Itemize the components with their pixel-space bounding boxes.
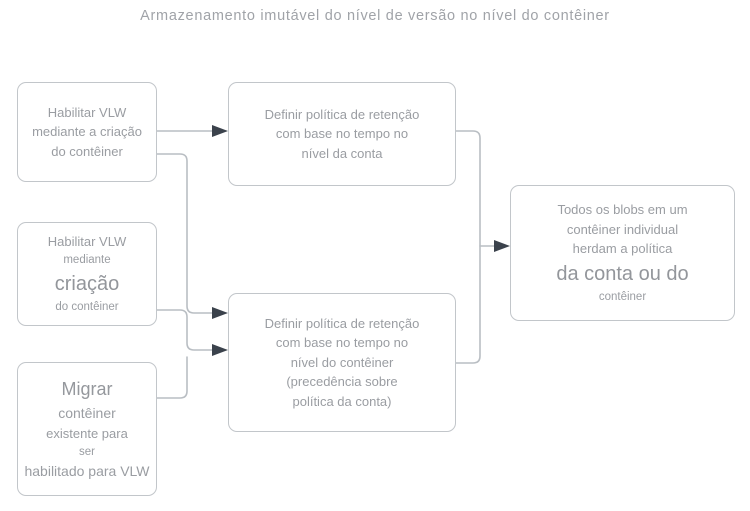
- connector-enable-creation-to-policy-container: [156, 309, 215, 351]
- node-line: existente para: [46, 426, 128, 442]
- node-line: (precedência sobre: [286, 374, 398, 390]
- node-line: Todos os blobs em um: [557, 202, 688, 218]
- connector-enable-create-to-policy-container: [156, 153, 215, 314]
- node-enable-vlw-creation[interactable]: Habilitar VLW mediante criação do contêi…: [17, 222, 157, 326]
- node-line: com base no tempo no: [275, 126, 409, 142]
- node-line-emphasis: Migrar: [61, 379, 113, 400]
- node-line: mediante: [63, 253, 111, 266]
- arrowhead-policy-container-upper: [212, 307, 228, 319]
- node-line: do contêiner: [55, 300, 119, 313]
- node-line-emphasis: criação: [54, 272, 120, 295]
- node-line: com base no tempo no: [275, 335, 409, 351]
- node-retention-policy-container-level[interactable]: Definir política de retenção com base no…: [228, 293, 456, 432]
- arrowhead-blobs-inherit-left: [494, 240, 510, 252]
- connector-policy-account-to-blobs: [455, 130, 497, 247]
- node-line: mediante a criação: [32, 124, 142, 140]
- node-line: Definir política de retenção: [264, 106, 420, 122]
- connector-migrate-to-policy-container: [156, 356, 188, 399]
- arrowhead-policy-container-lower: [212, 344, 228, 356]
- node-line: habilitado para VLW: [24, 462, 150, 479]
- node-line: nível da conta: [301, 145, 383, 161]
- node-line: contêiner individual: [566, 221, 679, 237]
- node-line: do contêiner: [51, 143, 123, 159]
- node-enable-vlw-on-container-creation[interactable]: Habilitar VLW mediante a criação do cont…: [17, 82, 157, 182]
- node-migrate-existing-container[interactable]: Migrar contêiner existente para ser habi…: [17, 362, 157, 496]
- node-line: herdam a política: [572, 241, 673, 257]
- node-line: Habilitar VLW: [47, 104, 127, 120]
- arrowhead-policy-account-left: [212, 125, 228, 137]
- node-retention-policy-account-level[interactable]: Definir política de retenção com base no…: [228, 82, 456, 186]
- node-line-emphasis: da conta ou do: [556, 262, 689, 285]
- node-line: contêiner: [58, 405, 116, 422]
- node-line: ser: [79, 445, 95, 458]
- connector-policy-container-to-blobs: [455, 245, 481, 364]
- node-line: nível do contêiner: [290, 354, 394, 370]
- node-line: contêiner: [598, 290, 647, 303]
- node-line: política da conta): [292, 393, 392, 409]
- page-title: Armazenamento imutável do nível de versã…: [140, 8, 610, 24]
- node-line: Habilitar VLW: [47, 234, 127, 249]
- node-line: Definir política de retenção: [264, 315, 420, 331]
- node-blobs-inherit-policy[interactable]: Todos os blobs em um contêiner individua…: [510, 185, 735, 321]
